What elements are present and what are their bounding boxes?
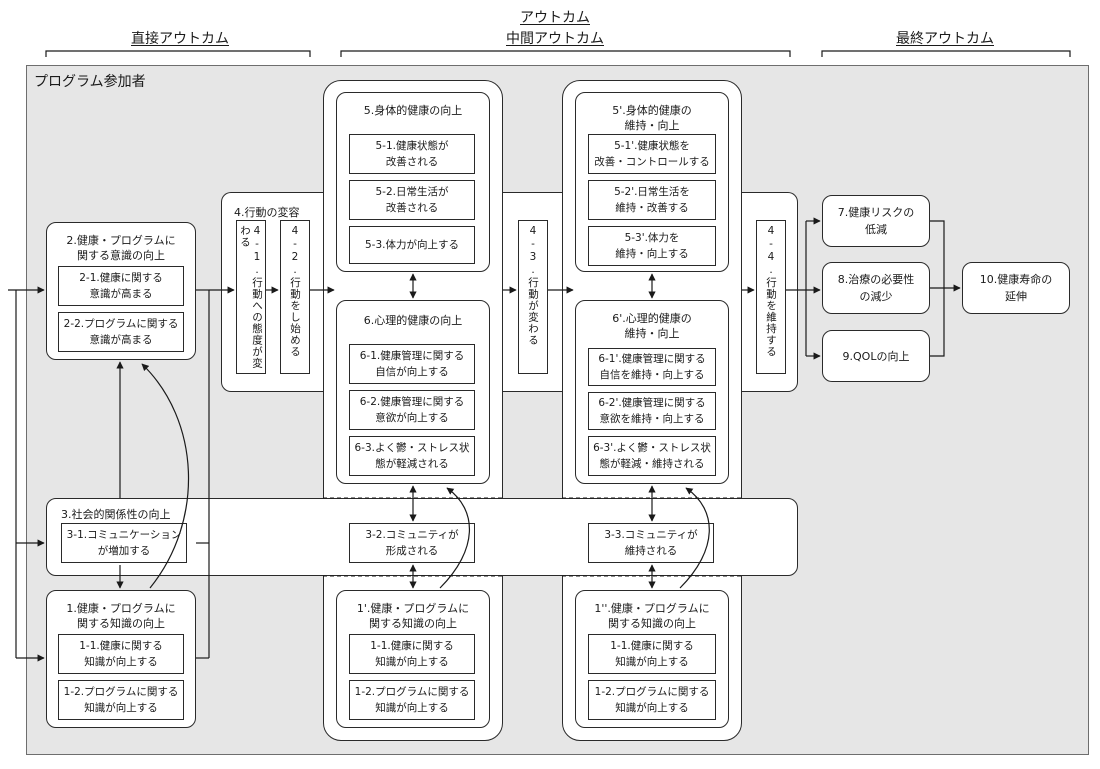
participants-panel [26, 65, 1089, 755]
header-intermediate-outcome: 中間アウトカム [506, 31, 604, 47]
behavior-start-box: 4-2.行動をし始める [280, 220, 310, 374]
knowledge3-program-box: 1-2.プログラムに関する 知識が向上する [588, 680, 716, 720]
physical-title: 5.身体的健康の向上 [363, 104, 463, 117]
behavior-maintain-box: 4-4.行動を維持する [756, 220, 786, 374]
behavior-maintain-text: 4-4.行動を維持する [765, 225, 777, 358]
social-community-formed-box: 3-2.コミュニティが 形成される [349, 523, 475, 563]
physical2-daily-box: 5-2'.日常生活を 維持・改善する [588, 180, 716, 220]
mental-motivation-box: 6-2.健康管理に関する 意欲が向上する [349, 390, 475, 430]
final-longevity-box: 10.健康寿命の 延伸 [962, 262, 1070, 314]
knowledge-program-box: 1-2.プログラムに関する 知識が向上する [58, 680, 184, 720]
mental-stress-box: 6-3.よく鬱・ストレス状 態が軽減される [349, 436, 475, 476]
final-treatment-box: 8.治療の必要性 の減少 [822, 262, 930, 314]
bracket-direct [45, 50, 311, 57]
awareness-program-box: 2-2.プログラムに関する 意識が高まる [58, 312, 184, 352]
mental2-stress-box: 6-3'.よく鬱・ストレス状 態が軽減・維持される [588, 436, 716, 476]
mental2-motivation-box: 6-2'.健康管理に関する 意欲を維持・向上する [588, 392, 716, 430]
social-title: 3.社会的関係性の向上 [61, 508, 171, 521]
final-risk-box: 7.健康リスクの 低減 [822, 195, 930, 247]
header-direct-outcome: 直接アウトカム [131, 31, 229, 47]
final-risk-text: 7.健康リスクの 低減 [837, 206, 915, 236]
physical-status-box: 5-1.健康状態が 改善される [349, 134, 475, 174]
participants-label: プログラム参加者 [34, 74, 146, 90]
physical-fitness-box: 5-3.体力が向上する [349, 226, 475, 264]
mental-confidence-box: 6-1.健康管理に関する 自信が向上する [349, 344, 475, 384]
knowledge-health-box: 1-1.健康に関する 知識が向上する [58, 634, 184, 674]
behavior-title: 4.行動の変容 [234, 206, 300, 219]
physical2-status-box: 5-1'.健康状態を 改善・コントロールする [588, 134, 716, 174]
header-final-outcome: 最終アウトカム [896, 31, 994, 47]
awareness-title: 2.健康・プログラムに 関する意識の向上 [66, 234, 176, 262]
awareness-health-box: 2-1.健康に関する 意識が高まる [58, 266, 184, 306]
knowledge2-health-box: 1-1.健康に関する 知識が向上する [349, 634, 475, 674]
bracket-final [821, 50, 1071, 57]
final-qol-box: 9.QOLの向上 [822, 330, 930, 382]
physical2-fitness-box: 5-3'.体力を 維持・向上する [588, 226, 716, 266]
social-communication-box: 3-1.コミュニケーション が増加する [61, 523, 187, 563]
mental2-title: 6'.心理的健康の 維持・向上 [612, 312, 692, 340]
final-treatment-text: 8.治療の必要性 の減少 [837, 273, 915, 303]
behavior-changes-box: 4-3.行動が変わる [518, 220, 548, 374]
behavior-start-text: 4-2.行動をし始める [289, 225, 301, 358]
knowledge2-program-box: 1-2.プログラムに関する 知識が向上する [349, 680, 475, 720]
behavior-attitude-text: 4-1.行動への態度が変わる [239, 225, 263, 369]
physical-daily-box: 5-2.日常生活が 改善される [349, 180, 475, 220]
knowledge3-health-box: 1-1.健康に関する 知識が向上する [588, 634, 716, 674]
bracket-intermediate [340, 50, 791, 57]
knowledge3-title: 1''.健康・プログラムに 関する知識の向上 [594, 602, 710, 630]
social-community-kept-box: 3-3.コミュニティが 維持される [588, 523, 714, 563]
physical2-title: 5'.身体的健康の 維持・向上 [612, 104, 692, 132]
behavior-changes-text: 4-3.行動が変わる [527, 225, 539, 346]
mental-title: 6.心理的健康の向上 [363, 314, 463, 327]
knowledge-title: 1.健康・プログラムに 関する知識の向上 [66, 602, 176, 630]
header-outcome: アウトカム [520, 10, 590, 26]
behavior-attitude-box: 4-1.行動への態度が変わる [236, 220, 266, 374]
final-longevity-text: 10.健康寿命の 延伸 [979, 273, 1053, 303]
mental2-confidence-box: 6-1'.健康管理に関する 自信を維持・向上する [588, 348, 716, 386]
knowledge2-title: 1'.健康・プログラムに 関する知識の向上 [356, 602, 470, 630]
final-qol-text: 9.QOLの向上 [842, 349, 910, 363]
